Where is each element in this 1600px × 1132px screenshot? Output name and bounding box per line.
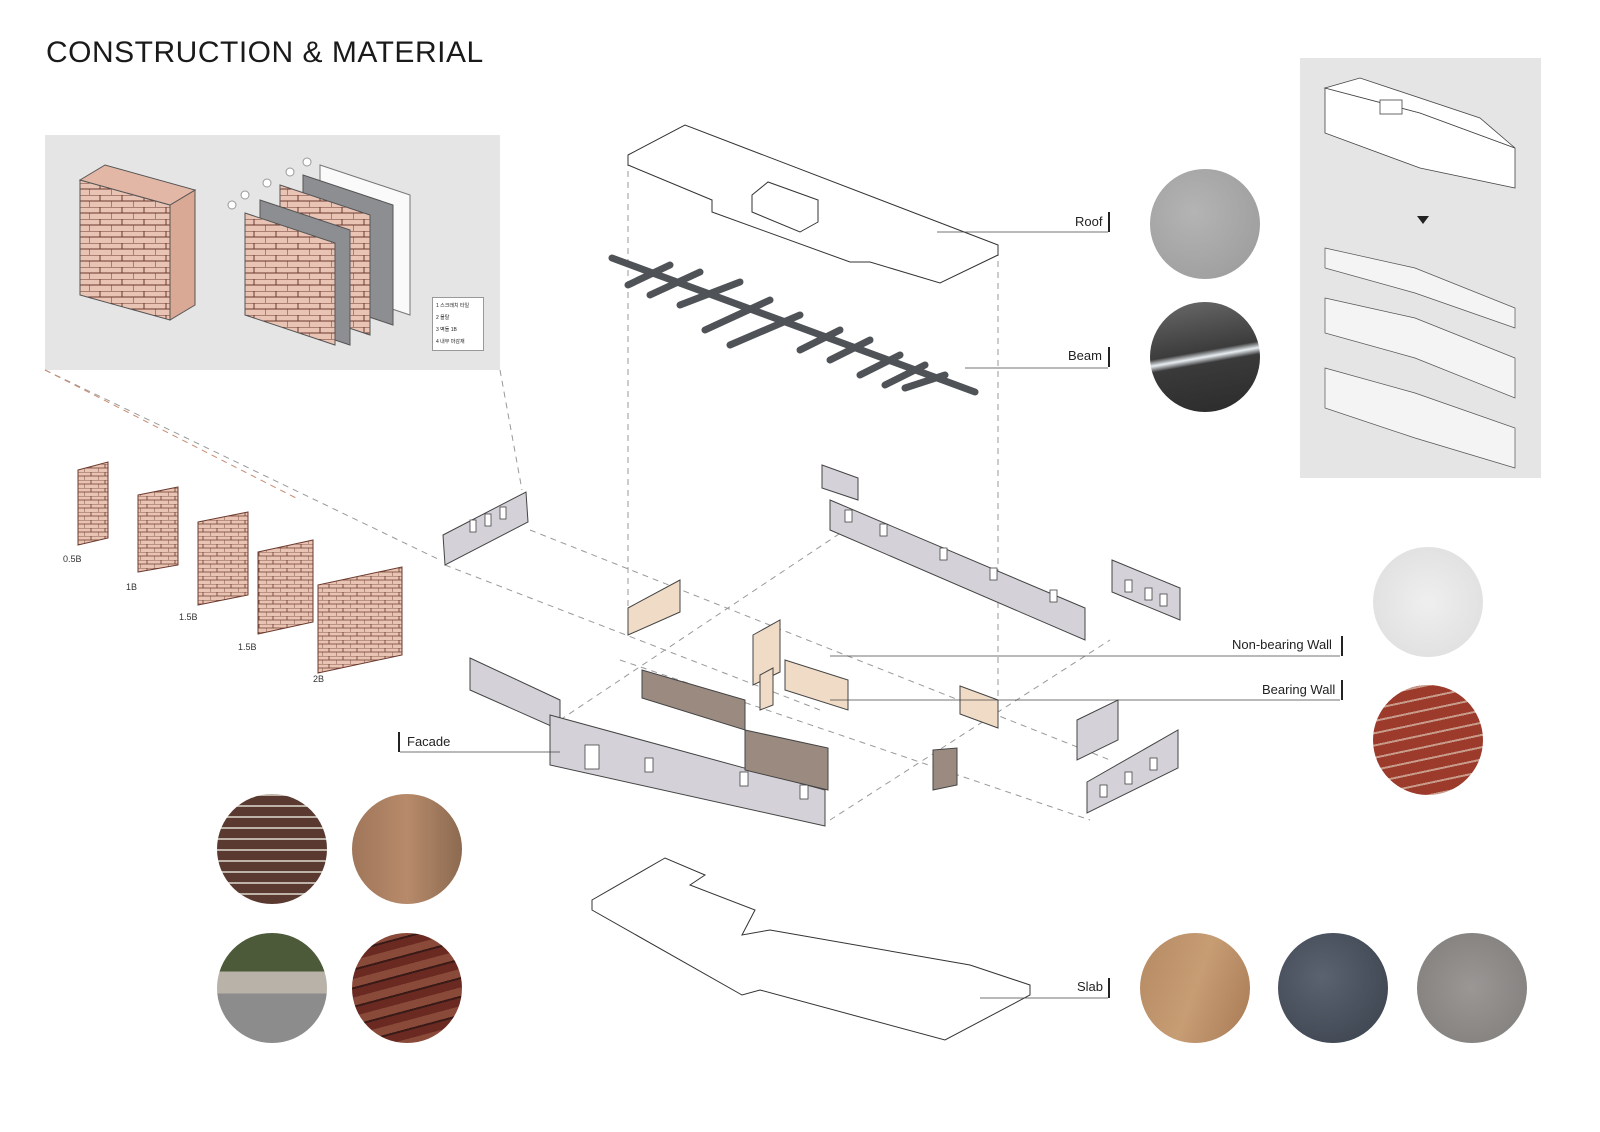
building-axonometric-thumbnail bbox=[1323, 77, 1516, 469]
beam-label: Beam bbox=[1068, 348, 1102, 363]
brick-wall-illustration bbox=[78, 157, 411, 346]
non-bearing-walls bbox=[627, 579, 999, 729]
facade-walls bbox=[442, 464, 1181, 827]
plaster-swatch bbox=[1373, 547, 1483, 657]
hex-tile-swatch bbox=[1278, 933, 1388, 1043]
slab-label: Slab bbox=[1077, 979, 1104, 994]
floor-slab bbox=[591, 857, 1031, 1041]
legend-item: 1 스크래치 타일 bbox=[436, 303, 470, 309]
brick-size-label: 1.5B bbox=[179, 612, 198, 622]
bearing-walls bbox=[641, 669, 958, 791]
concrete-roof-swatch bbox=[1150, 169, 1260, 279]
arrow-down-icon bbox=[1417, 216, 1429, 224]
brick-building-photo bbox=[352, 794, 462, 904]
roof-label: Roof bbox=[1075, 214, 1103, 229]
brick-size-label: 0.5B bbox=[63, 554, 82, 564]
facade-label: Facade bbox=[407, 734, 451, 749]
callout-markers bbox=[227, 157, 312, 210]
bearing-wall-label: Bearing Wall bbox=[1262, 682, 1336, 697]
brick-size-samples bbox=[77, 461, 403, 674]
roof-slab bbox=[627, 124, 999, 284]
legend-item: 4 내부 마감재 bbox=[436, 339, 465, 345]
beam-light-swatch bbox=[1150, 302, 1260, 412]
building-overview-panel bbox=[1300, 58, 1541, 478]
brick-size-label: 2B bbox=[313, 674, 325, 684]
legend-item: 2 몰탈 bbox=[436, 315, 450, 321]
brick-landscape-photo bbox=[217, 933, 327, 1043]
brick-size-label: 1.5B bbox=[238, 642, 257, 652]
leader-lines bbox=[400, 231, 1340, 999]
brick-detail-panel: 1 스크래치 타일 2 몰탈 3 벽돌 1B 4 내부 마감재 bbox=[45, 135, 500, 370]
brick-size-label: 1B bbox=[126, 582, 138, 592]
dark-brick-photo bbox=[352, 933, 462, 1043]
brick-legend: 1 스크래치 타일 2 몰탈 3 벽돌 1B 4 내부 마감재 bbox=[432, 297, 484, 351]
terrazzo-swatch bbox=[1417, 933, 1527, 1043]
window-openings bbox=[469, 506, 1168, 800]
red-brick-swatch bbox=[1373, 685, 1483, 795]
beam-grid bbox=[608, 254, 979, 396]
wood-floor-swatch bbox=[1140, 933, 1250, 1043]
non-bearing-wall-label: Non-bearing Wall bbox=[1232, 637, 1332, 652]
legend-item: 3 벽돌 1B bbox=[436, 327, 457, 333]
old-brick-wall-photo bbox=[217, 794, 327, 904]
page-title: CONSTRUCTION & MATERIAL bbox=[46, 36, 484, 69]
